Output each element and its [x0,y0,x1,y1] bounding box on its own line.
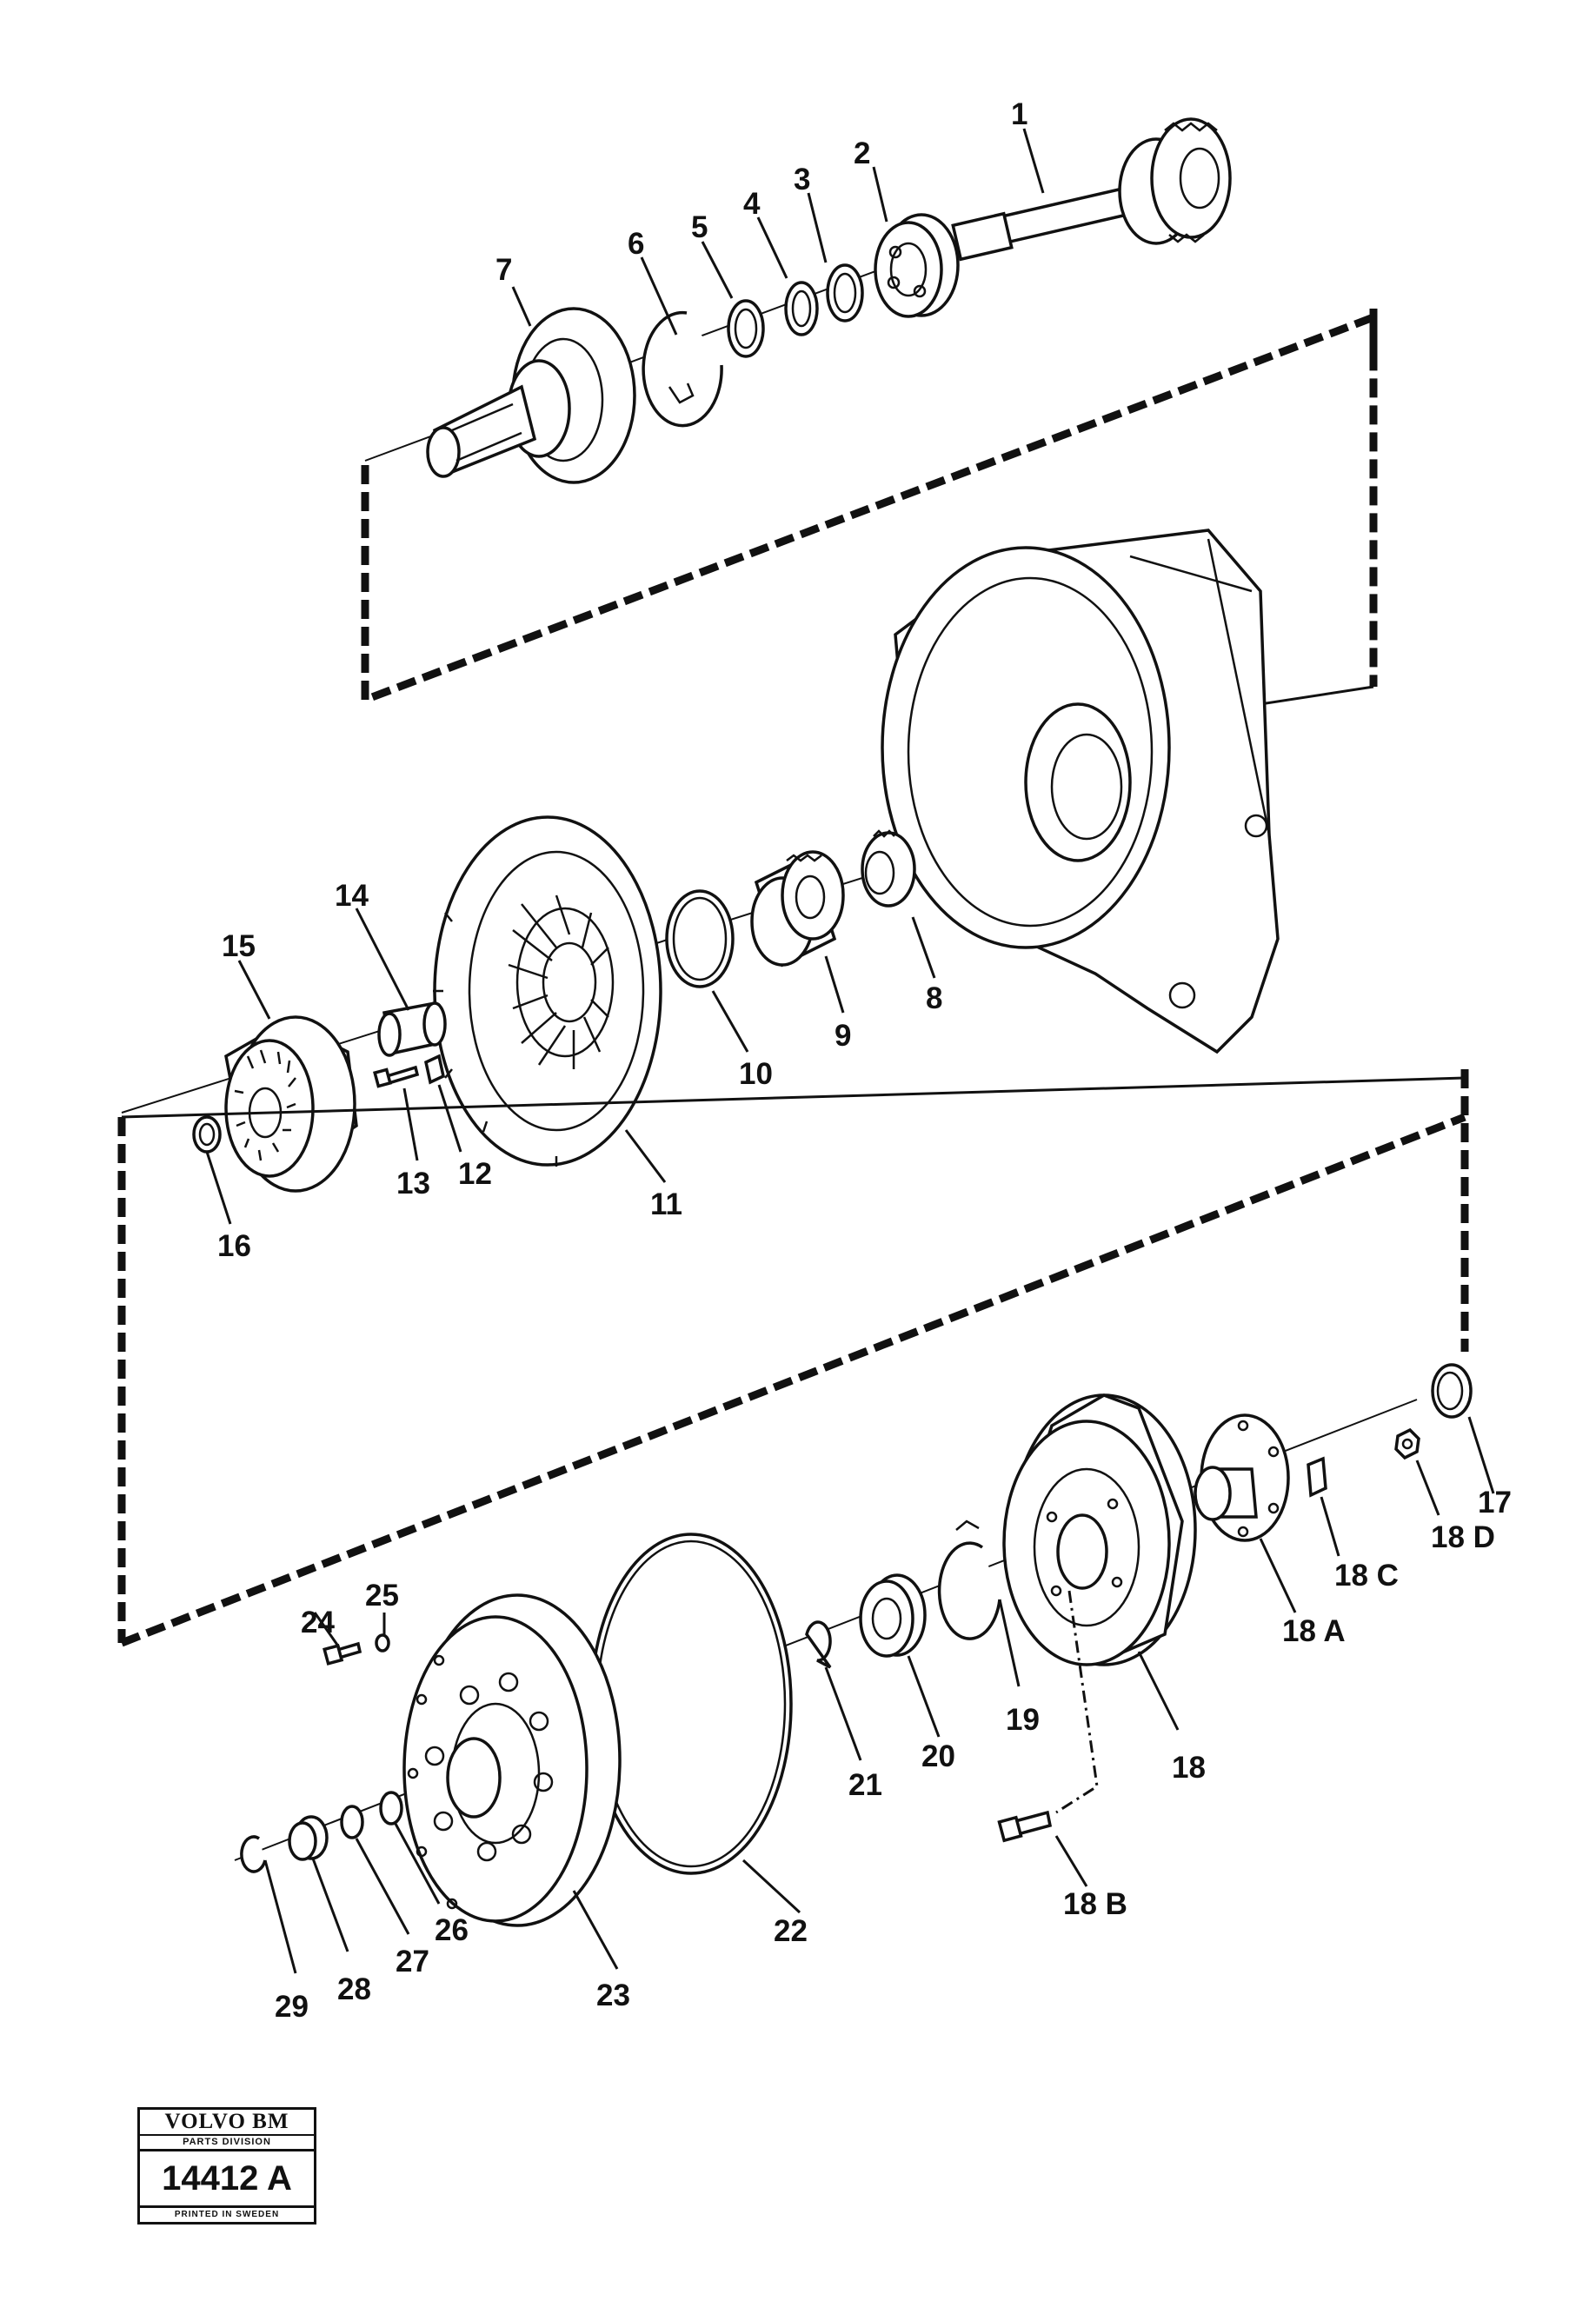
callout-16: 16 [217,1229,251,1263]
output-flange [1194,1413,1290,1542]
callout-4: 4 [743,187,761,221]
snap-ring-inner [791,289,812,328]
stamp-brand: VOLVO BM [140,2110,314,2136]
callout-15: 15 [222,929,256,963]
callout-24: 24 [301,1606,335,1639]
lock-plate [1307,1456,1327,1498]
bushing [377,1001,447,1057]
retaining-ring-inner [1436,1371,1464,1411]
hex-bolt [373,1065,420,1088]
seal-ring [340,1805,364,1839]
stamp-number: 14412 A [140,2151,314,2208]
key [423,1054,446,1085]
converter-cover [402,1593,622,1927]
pump-impeller [433,815,662,1167]
o-ring-inner [672,896,728,981]
group-boundary-dashed [117,1069,1469,1647]
stamp-printed: PRINTED IN SWEDEN [174,2210,280,2219]
large-o-ring [589,1533,793,1875]
callout-6: 6 [628,227,644,261]
callout-18b: 18 B [1063,1887,1127,1921]
callout-19: 19 [1006,1703,1040,1737]
callout-21: 21 [848,1768,882,1802]
callout-20: 20 [921,1739,955,1773]
cover-group [234,1363,1473,1927]
callout-29: 29 [275,1990,309,2024]
input-shaft-group [364,117,1232,484]
circlip [937,1520,1001,1640]
callout-1: 1 [1011,97,1027,131]
ball-bearing [859,1573,927,1658]
lock-ring-inner [198,1122,216,1147]
nut [1394,1427,1420,1460]
circlip [642,310,723,428]
torque-converter [1002,1393,1197,1666]
callout-8: 8 [926,981,942,1015]
callout-11: 11 [650,1187,682,1221]
seal-ring-inner [734,308,758,349]
callout-18d: 18 D [1431,1520,1495,1554]
callout-7: 7 [495,253,512,287]
input-shaft-gear [951,117,1232,262]
callout-27: 27 [396,1945,429,1978]
converter-housing [881,529,1280,1054]
callout-5: 5 [691,210,708,244]
callout-28: 28 [337,1972,371,2006]
spring-washer [375,1633,390,1653]
callout-12: 12 [458,1157,492,1191]
roller-bearing [861,829,916,908]
snap-ring [784,281,819,336]
group-boundary-dashed [361,309,1378,706]
retaining-ring [379,1791,403,1826]
o-ring [665,889,735,988]
volvo-bm-stamp: VOLVO BM PARTS DIVISION 14412 A PRINTED … [137,2107,316,2225]
callout-23: 23 [596,1978,630,2012]
turbine-wheel [224,1015,358,1193]
callout-26: 26 [435,1913,469,1947]
drive-flange [426,307,636,484]
callout-18c: 18 C [1334,1559,1399,1593]
callout-labels: 1 2 3 4 5 6 7 8 9 10 11 12 13 14 15 16 1… [217,97,1512,2024]
callout-17: 17 [1478,1486,1512,1520]
frame-connector [121,1076,1466,1119]
callout-13: 13 [396,1167,430,1200]
callout-2: 2 [854,136,870,170]
seal-ring [727,299,765,358]
housing-group [121,529,1280,1193]
callout-18a: 18 A [1282,1614,1346,1648]
lock-ring [192,1115,222,1154]
oil-seal [288,1815,329,1861]
dash-dot-guide [1055,1590,1099,1814]
callout-10: 10 [739,1057,773,1091]
shim-ring [826,263,864,323]
callout-22: 22 [774,1914,808,1948]
tab-washer [805,1620,832,1669]
pump-gear [750,850,845,968]
ball-bearing [874,213,960,318]
callout-25: 25 [365,1579,399,1613]
callout-3: 3 [794,163,810,196]
cover-bolt [323,1641,362,1666]
callout-18: 18 [1172,1751,1206,1785]
callout-14: 14 [335,879,369,913]
callout-9: 9 [835,1019,851,1053]
stamp-division: PARTS DIVISION [140,2136,314,2151]
leader-lines [205,128,1495,1974]
shim-ring-inner [833,272,857,314]
circlip [240,1835,267,1873]
flange-bolt [997,1810,1053,1843]
